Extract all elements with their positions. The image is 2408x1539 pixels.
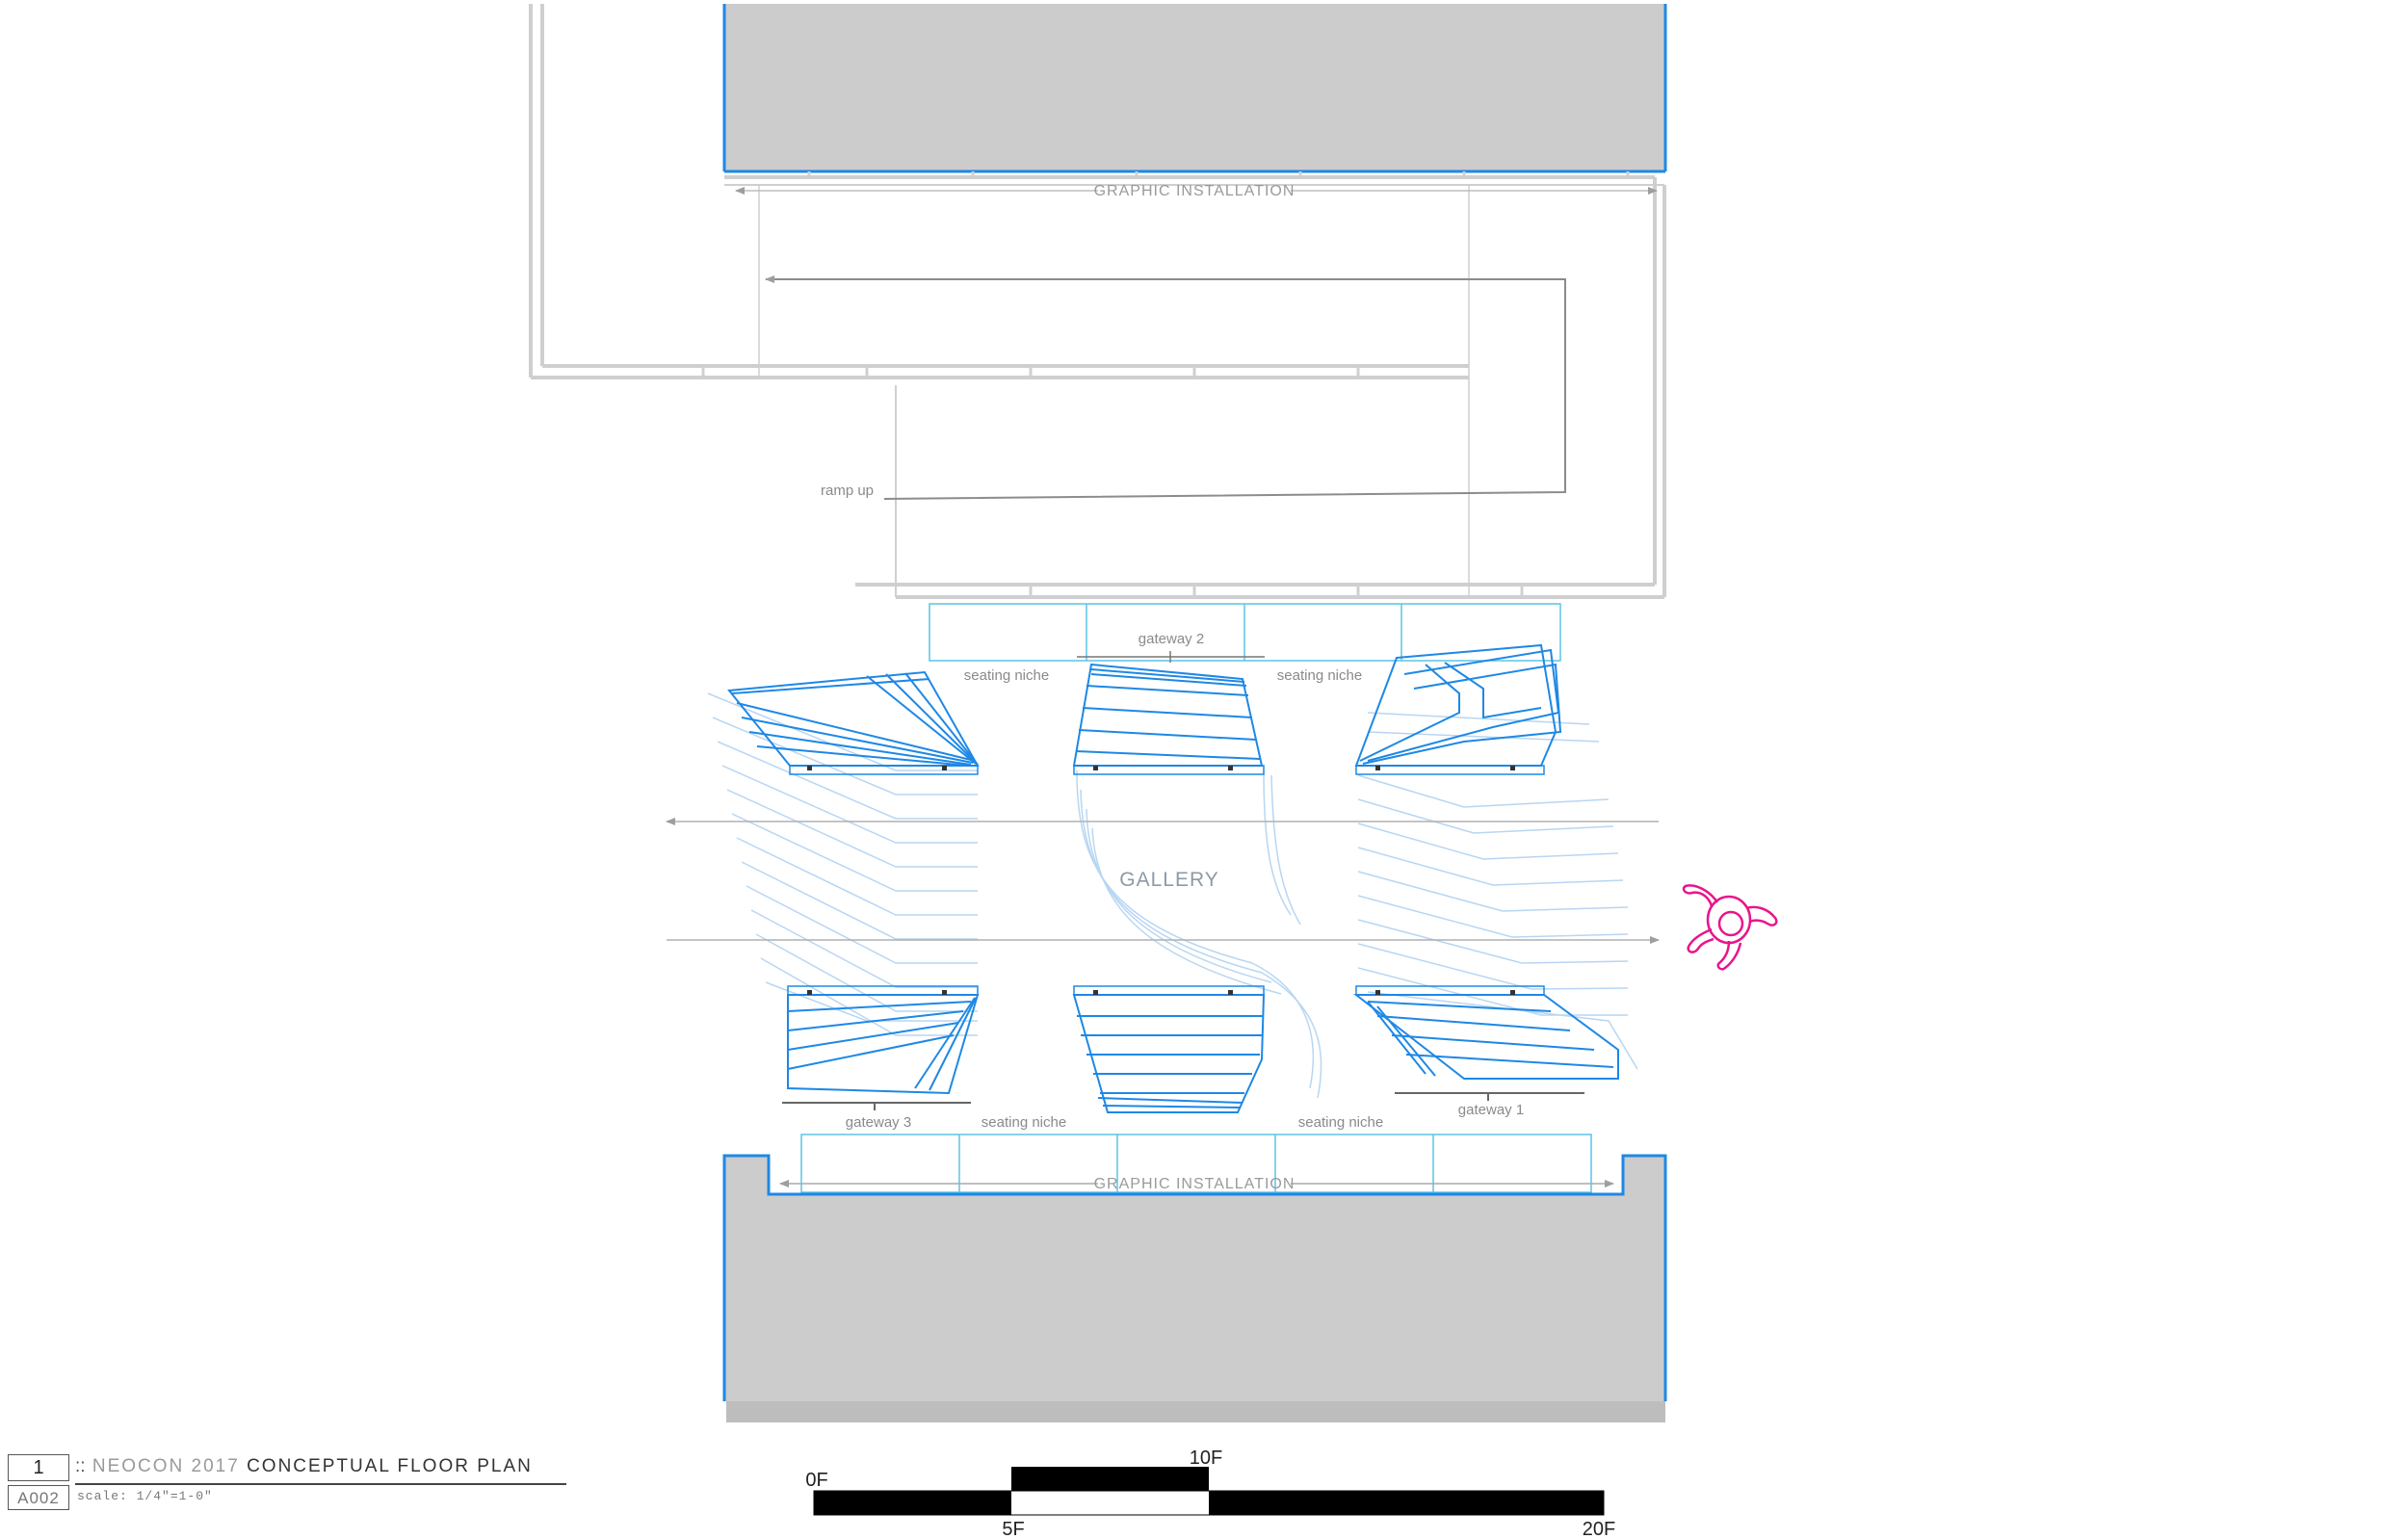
wall-ticks: [701, 171, 1630, 597]
scale-tick-20f: 20F: [1583, 1519, 1615, 1539]
sheet-number: A002: [8, 1485, 69, 1510]
title-event: NEOCON 2017: [92, 1456, 240, 1476]
seating-pod-top-center: [1072, 663, 1265, 775]
drawing-number: 1: [8, 1454, 69, 1481]
gateway-3-label: gateway 3: [846, 1114, 911, 1131]
seating-niche-bottom-left-label: seating niche: [982, 1114, 1066, 1131]
seating-niche-bottom-right-label: seating niche: [1298, 1114, 1383, 1131]
ramp-path: [765, 275, 1566, 500]
gateway-1-label: gateway 1: [1458, 1102, 1524, 1118]
seating-pod-top-left: [727, 670, 980, 775]
gallery-label: GALLERY: [1119, 869, 1219, 891]
gateway-2-label: gateway 2: [1139, 631, 1204, 647]
seating-pod-top-right: [1354, 643, 1562, 775]
bottom-wall-block: [722, 1154, 1667, 1422]
gateway-markers: [782, 1092, 1584, 1110]
bottom-installation-frame: [800, 1134, 1592, 1193]
ramp-up-label: ramp up: [821, 483, 874, 499]
title-name: CONCEPTUAL FLOOR PLAN: [247, 1456, 533, 1476]
circulation-arrows: [666, 818, 1660, 944]
gateway-2-frame: [929, 603, 1561, 663]
graphic-installation-top-label: GRAPHIC INSTALLATION: [1094, 183, 1296, 199]
title-block: 1 A002 :: NEOCON 2017 CONCEPTUAL FLOOR P…: [6, 1454, 566, 1512]
scale-note: scale: 1/4"=1-0": [77, 1489, 213, 1503]
ramp-walls: [529, 4, 1666, 599]
scale-tick-10f: 10F: [1190, 1448, 1222, 1469]
seating-pod-bottom-right: [1353, 985, 1619, 1080]
seating-pod-bottom-center: [1072, 985, 1266, 1113]
scale-tick-0f: 0F: [805, 1470, 827, 1491]
gallery-sweep-lines: [707, 692, 1638, 1099]
drawing-title: :: NEOCON 2017 CONCEPTUAL FLOOR PLAN: [75, 1456, 533, 1477]
graphic-installation-top: GRAPHIC INSTALLATION: [735, 183, 1658, 199]
graphic-installation-bottom-label: GRAPHIC INSTALLATION: [1094, 1176, 1296, 1192]
top-wall-block: [722, 4, 1667, 173]
person-figure-icon: [1682, 884, 1778, 971]
seating-niche-top-left-label: seating niche: [964, 667, 1049, 684]
seating-pod-bottom-left: [787, 985, 980, 1095]
graphic-installation-bottom: GRAPHIC INSTALLATION: [779, 1176, 1614, 1192]
title-underline: [75, 1483, 566, 1485]
seating-niche-top-right-label: seating niche: [1277, 667, 1362, 684]
title-separator: ::: [75, 1456, 86, 1476]
scale-bar: 0F 5F 10F 20F: [805, 1448, 1615, 1539]
scale-tick-5f: 5F: [1002, 1519, 1024, 1539]
